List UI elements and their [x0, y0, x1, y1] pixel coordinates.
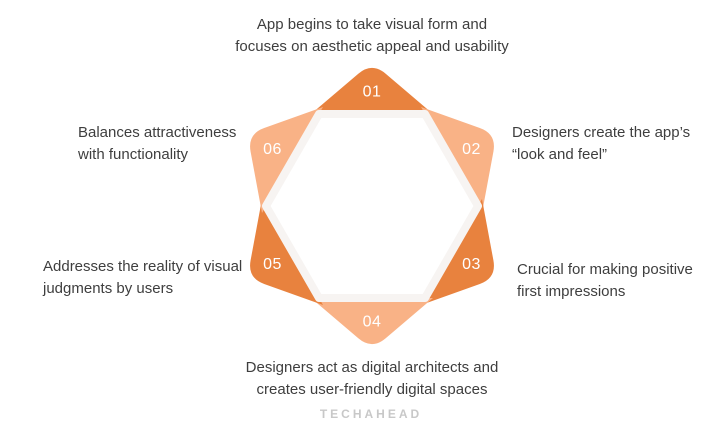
step-01-label: App begins to take visual form and focus…: [235, 16, 509, 55]
step-04-triangle: [311, 298, 433, 345]
techahead-logo: TECHAHEAD: [319, 407, 423, 421]
step-05-number: 05: [263, 256, 282, 273]
step-01-number: 01: [363, 84, 382, 101]
step-03-label: Crucial for making positive first impres…: [517, 261, 693, 300]
step-05-label: Addresses the reality of visual judgment…: [43, 258, 243, 297]
step-01-triangle: [311, 67, 433, 114]
hexagon-center: [262, 110, 482, 302]
step-06-label: Balances attractiveness with functionali…: [78, 124, 237, 163]
step-04-label: Designers act as digital architects and …: [245, 359, 499, 398]
step-04-number: 04: [363, 314, 382, 331]
step-06-number: 06: [263, 141, 282, 158]
step-02-number: 02: [462, 141, 481, 158]
step-03-number: 03: [462, 256, 481, 273]
step-02-label: Designers create the app’s “look and fee…: [512, 124, 691, 163]
